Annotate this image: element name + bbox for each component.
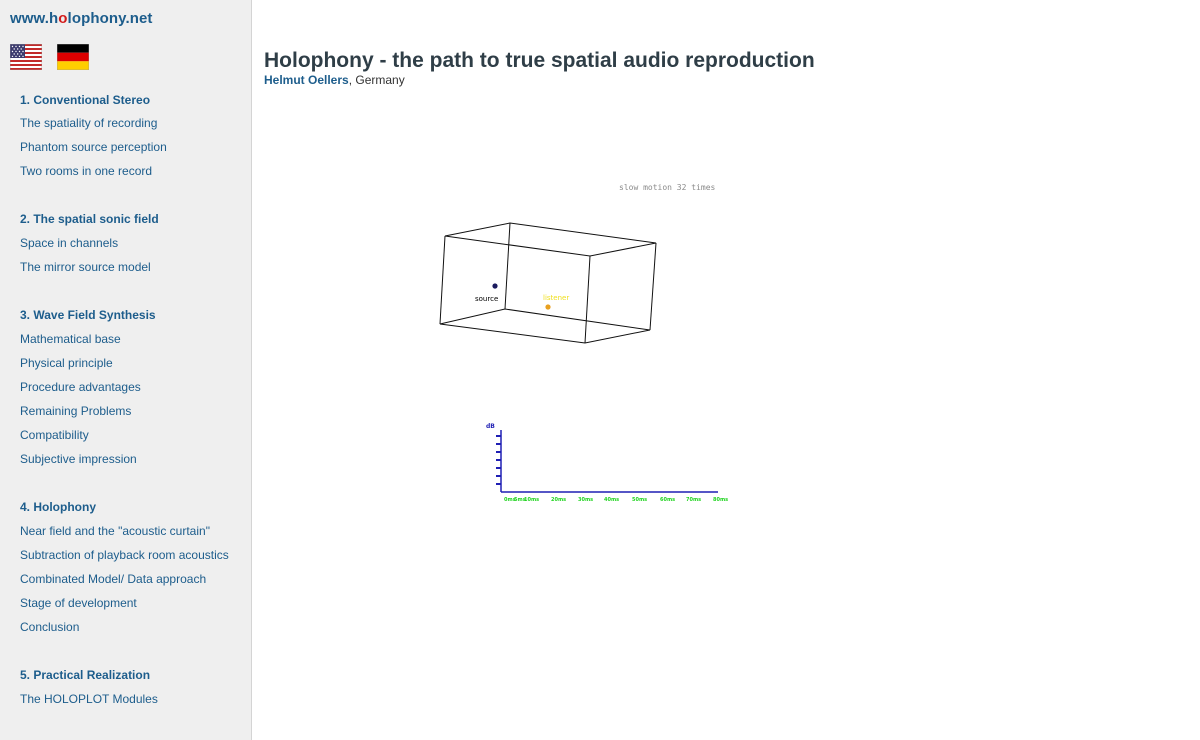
- chart-x-tick-label: 0ms: [504, 497, 516, 503]
- nav-item-holoplot-modules[interactable]: The HOLOPLOT Modules: [20, 692, 158, 706]
- author-link[interactable]: Helmut Oellers: [264, 73, 349, 87]
- nav-heading-practical-realization[interactable]: 5. Practical Realization: [20, 668, 151, 682]
- site-home-link[interactable]: www.holophony.net: [10, 10, 153, 27]
- nav-item-mathematical-base[interactable]: Mathematical base: [20, 332, 121, 346]
- nav-item-stage-of-development[interactable]: Stage of development: [20, 596, 137, 610]
- listener-label: listener: [543, 294, 569, 302]
- nav-item-two-rooms[interactable]: Two rooms in one record: [20, 164, 153, 178]
- chart-x-tick-label: 60ms: [660, 497, 675, 503]
- site-url-prefix: www.h: [10, 10, 59, 27]
- nav-item-compatibility[interactable]: Compatibility: [20, 428, 89, 442]
- chart-x-tick-label: 20ms: [551, 497, 566, 503]
- nav-item-conclusion[interactable]: Conclusion: [20, 620, 80, 634]
- nav-item-space-in-channels[interactable]: Space in channels: [20, 236, 119, 250]
- author-location: , Germany: [348, 73, 405, 87]
- room-box-edge: [584, 255, 591, 344]
- page-title: Holophony - the path to true spatial aud…: [264, 49, 815, 72]
- chart-x-tick-label: 80ms: [713, 497, 728, 503]
- room-box-edge: [439, 235, 446, 325]
- chart-x-tick-label: 10ms: [524, 497, 539, 503]
- nav-heading-wave-field-synthesis[interactable]: 3. Wave Field Synthesis: [20, 308, 156, 322]
- nav-item-subjective-impression[interactable]: Subjective impression: [20, 452, 137, 466]
- site-url-highlight: o: [58, 10, 68, 27]
- listener-dot: [545, 304, 551, 310]
- site-url-suffix: lophony.net: [67, 10, 153, 27]
- room-box-top-face: [444, 222, 657, 257]
- chart-x-tick-label: 5ms: [514, 497, 526, 503]
- nav-item-remaining-problems[interactable]: Remaining Problems: [20, 404, 132, 418]
- nav-item-procedure-advantages[interactable]: Procedure advantages: [20, 380, 141, 394]
- chart-x-tick-label: 40ms: [604, 497, 619, 503]
- germany-flag-icon[interactable]: [57, 44, 89, 70]
- sidebar: www.holophony.net 1. Conventional Stereo…: [0, 0, 252, 740]
- nav-heading-holophony[interactable]: 4. Holophony: [20, 500, 96, 514]
- chart-x-tick-label: 70ms: [686, 497, 701, 503]
- room-box-edge: [649, 242, 657, 331]
- wave-propagation-animation: slow motion 32 times source listener dB …: [439, 183, 728, 503]
- nav-item-mirror-source-model[interactable]: The mirror source model: [20, 260, 151, 274]
- chart-x-tick-label: 30ms: [578, 497, 593, 503]
- nav-item-subtraction-room-acoustics[interactable]: Subtraction of playback room acoustics: [20, 548, 229, 562]
- nav-item-phantom-source-perception[interactable]: Phantom source perception: [20, 140, 167, 154]
- slow-motion-label: slow motion 32 times: [619, 183, 716, 192]
- room-box-3d: [439, 222, 657, 344]
- nav-item-physical-principle[interactable]: Physical principle: [20, 356, 113, 370]
- nav-item-combinated-model[interactable]: Combinated Model/ Data approach: [20, 572, 207, 586]
- nav-heading-spatial-sonic-field[interactable]: 2. The spatial sonic field: [20, 212, 159, 226]
- us-flag-icon[interactable]: [10, 44, 42, 70]
- nav-heading-conventional-stereo[interactable]: 1. Conventional Stereo: [20, 93, 151, 107]
- nav-item-spatiality-of-recording[interactable]: The spatiality of recording: [20, 116, 158, 130]
- room-box-bottom-face: [439, 308, 651, 344]
- chart-x-tick-label: 50ms: [632, 497, 647, 503]
- nav-item-acoustic-curtain[interactable]: Near field and the "acoustic curtain": [20, 524, 210, 538]
- main-content: Holophony - the path to true spatial aud…: [252, 0, 1200, 740]
- chart-y-ticks: [496, 435, 501, 485]
- source-dot: [492, 283, 498, 289]
- room-box-edge: [504, 222, 511, 310]
- source-label: source: [475, 295, 498, 303]
- author-line: Helmut Oellers, Germany: [264, 73, 405, 87]
- chart-ylabel: dB: [486, 423, 495, 430]
